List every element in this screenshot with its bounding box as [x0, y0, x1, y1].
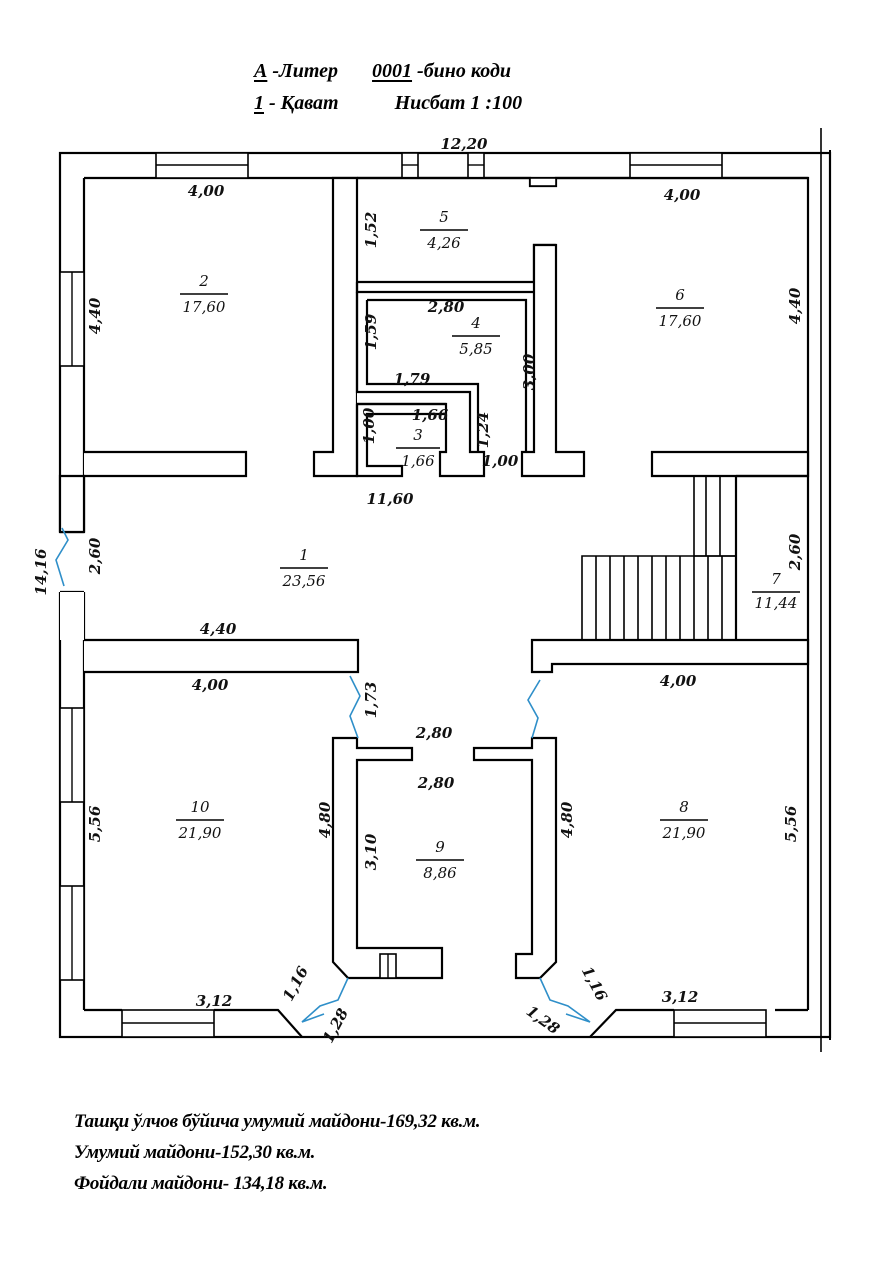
dim-room4-inner: 1,79 [394, 370, 431, 388]
room7-number: 7 [771, 570, 781, 588]
dim-room7-depth: 2,60 [786, 533, 804, 571]
dim-room5-depth: 1,52 [362, 212, 380, 249]
dim-room4-depth: 1,59 [362, 313, 380, 350]
header-line-1: А -Литер 0001 -бино коди [254, 60, 511, 83]
building-code-label: -бино коди [417, 60, 512, 82]
header-line-2: 1 - Қават Нисбат 1 :100 [254, 92, 522, 115]
wall-spine [520, 243, 586, 478]
room6-number: 6 [675, 286, 685, 304]
staircase [581, 476, 737, 641]
dim-room9-width-top: 2,80 [415, 724, 453, 742]
wall-room4-inner [355, 292, 486, 478]
dim-room10-top-wall: 4,40 [200, 620, 237, 638]
room9-area: 8,86 [423, 864, 457, 882]
dim-door-left-upper: 1,73 [362, 682, 380, 719]
dim-room4-width: 2,80 [427, 298, 465, 316]
door-bay-left [301, 977, 349, 1023]
room3-area: 1,66 [401, 452, 435, 470]
dim-room8-width: 4,00 [660, 672, 697, 690]
dim-room2-depth: 4,40 [86, 297, 104, 334]
dim-room4-side: 3,00 [520, 353, 538, 390]
floor-label: - Қават [269, 92, 339, 114]
wall-room8-top [530, 638, 810, 674]
dim-overall-width: 12,20 [441, 135, 489, 153]
wall-room2-bottom-stub [84, 450, 248, 478]
dim-room8-left: 4,80 [558, 801, 576, 838]
room9-number: 9 [435, 838, 445, 856]
room10-area: 21,90 [178, 824, 222, 842]
room2-area: 17,60 [183, 298, 226, 316]
wall-room4-inner-edge [365, 298, 528, 452]
room5-door-notch [529, 177, 557, 187]
door-room10-upper [349, 675, 361, 739]
room7-area: 11,44 [755, 594, 798, 612]
dim-hall-length: 11,60 [367, 490, 415, 508]
dim-overall-depth: 14,16 [32, 548, 50, 596]
dim-room2-width: 4,00 [188, 182, 225, 200]
room5-number: 5 [439, 208, 449, 226]
floor-plan: 2 17,60 5 4,26 4 5,85 3 1,66 6 17,60 1 2… [32, 128, 832, 1052]
wall-room6-bottom [650, 450, 810, 478]
building-code: 0001 [372, 60, 413, 82]
door-room8-upper [527, 679, 541, 739]
dim-room9-inner: 3,10 [362, 833, 380, 870]
dim-room9-width: 2,80 [417, 774, 455, 792]
room8-area: 21,90 [662, 824, 706, 842]
room1-area: 23,56 [282, 572, 326, 590]
room2-number: 2 [198, 272, 209, 290]
door-left-entrance [55, 527, 69, 587]
wall-room3 [355, 402, 446, 478]
dim-room8-bottom: 3,12 [662, 988, 699, 1006]
dim-room3-width: 1,66 [412, 406, 449, 424]
liter-label: -Литер [272, 60, 339, 82]
dim-room3-depth: 1,00 [360, 407, 378, 444]
room3-number: 3 [413, 426, 423, 444]
dim-room10-bottom: 3,12 [196, 992, 233, 1010]
area-summary: Ташқи ўлчов бўйича умумий майдони-169,32… [74, 1106, 481, 1199]
wall-hall-left-jamb [58, 474, 86, 534]
summary-total-area: Умумий майдони-152,30 кв.м. [74, 1142, 316, 1163]
bay-left-wall [214, 1008, 303, 1038]
room1-number: 1 [299, 546, 309, 564]
summary-useful-area: Фойдали майдони- 134,18 кв.м. [74, 1173, 328, 1194]
dim-room6-width: 4,00 [664, 186, 701, 204]
room8-number: 8 [679, 798, 689, 816]
room4-area: 5,85 [459, 340, 492, 358]
wall-room9-right [472, 736, 558, 980]
dim-room8-depth: 5,56 [782, 805, 800, 842]
door-bay-right [539, 977, 591, 1023]
scale-label: Нисбат 1 :100 [394, 92, 523, 114]
wall-room10-top [84, 638, 360, 674]
dim-room3-side: 1,24 [474, 412, 492, 449]
bay-right-wall [589, 1008, 674, 1038]
room6-area: 17,60 [659, 312, 702, 330]
floor-value: 1 [254, 92, 264, 114]
dim-room9-left: 4,80 [316, 801, 334, 838]
dim-room3-door: 1,00 [482, 452, 519, 470]
interior-space [84, 178, 808, 1010]
room10-number: 10 [190, 798, 210, 816]
dim-room6-depth: 4,40 [786, 287, 804, 324]
room5-area: 4,26 [426, 234, 461, 252]
summary-external-area: Ташқи ўлчов бўйича умумий майдони-169,32… [74, 1111, 481, 1132]
room4-number: 4 [470, 314, 481, 332]
wall-hall-left-lower-jamb [60, 592, 84, 640]
dim-room10-depth: 5,56 [86, 805, 104, 842]
liter-value: А [254, 60, 268, 82]
dim-hall-left-depth: 2,60 [86, 537, 104, 575]
dim-room10-width: 4,00 [192, 676, 229, 694]
left-entrance-gap [57, 532, 87, 592]
